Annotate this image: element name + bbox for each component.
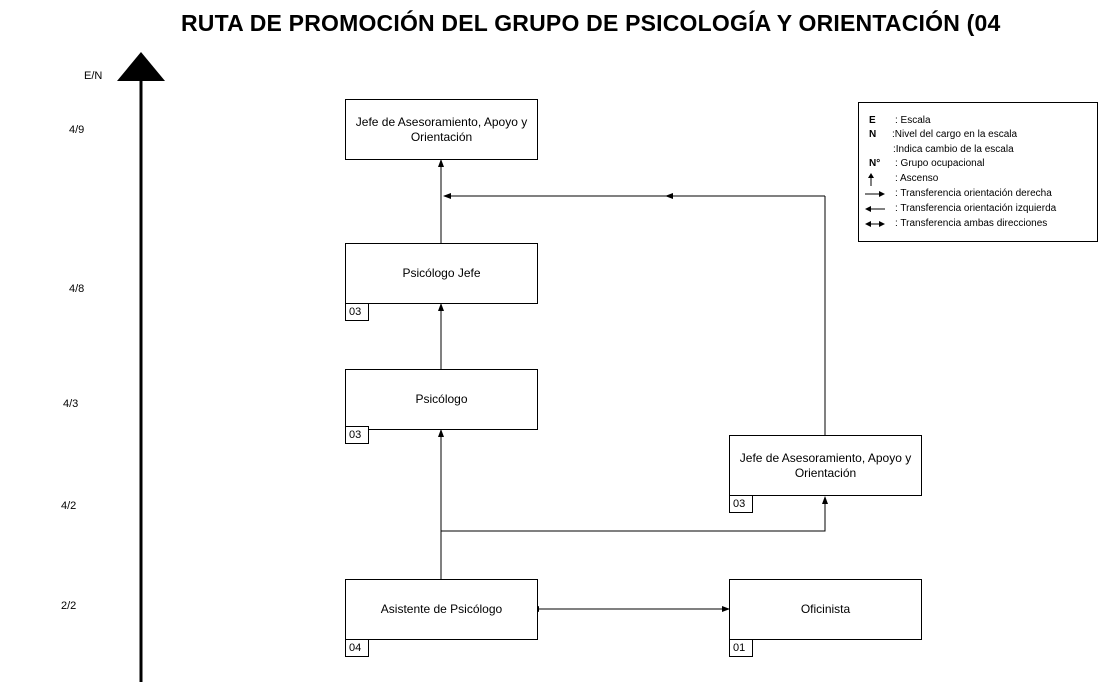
diagram-title: RUTA DE PROMOCIÓN DEL GRUPO DE PSICOLOGÍ… (181, 10, 1001, 36)
box-label: Jefe de Asesoramiento, Apoyo y Orientaci… (739, 450, 912, 480)
legend-item: N° : Grupo ocupacional (859, 157, 1097, 171)
level-label: 4/2 (61, 500, 77, 512)
group-code-badge: 01 (729, 639, 753, 657)
level-label: 2/2 (61, 600, 77, 612)
legend-item: : Transferencia orientación derecha (859, 187, 1097, 201)
up-arrow-icon (868, 173, 874, 186)
legend-item: : Transferencia ambas direcciones (859, 217, 1097, 231)
level-label: 4/3 (63, 398, 79, 410)
double-arrow-icon (865, 221, 885, 227)
legend-text: :Indica cambio de la escala (893, 144, 1014, 155)
box-asistente-psicologo: Asistente de Psicólogo (345, 579, 538, 640)
box-label: Psicólogo (415, 392, 468, 406)
legend-item: E : Escala (859, 114, 1097, 128)
box-psicologo: Psicólogo (345, 369, 538, 430)
legend-text: : Transferencia orientación izquierda (895, 203, 1057, 214)
legend-text: : Ascenso (895, 173, 939, 184)
group-code-badge: 03 (345, 303, 369, 321)
right-arrow-icon (865, 191, 885, 197)
box-label: Oficinista (800, 602, 851, 616)
legend-text: : Transferencia ambas direcciones (895, 218, 1048, 229)
box-label: Asistente de Psicólogo (380, 602, 503, 616)
level-label: 4/9 (69, 124, 85, 136)
box-label: Psicólogo Jefe (402, 266, 481, 280)
legend-symbol: E (869, 115, 876, 126)
box-label: Jefe de Asesoramiento, Apoyo y Orientaci… (355, 114, 528, 144)
group-code-badge: 03 (729, 495, 753, 513)
box-oficinista: Oficinista (729, 579, 922, 640)
legend-symbol: N° (869, 158, 881, 169)
legend-text: : Escala (895, 115, 931, 126)
box-psicologo-jefe: Psicólogo Jefe (345, 243, 538, 304)
group-code-badge: 04 (345, 639, 369, 657)
arrow-asistente-jefe-right (441, 496, 828, 532)
legend-item: :Indica cambio de la escala (859, 143, 1097, 157)
legend-box: E : Escala N :Nivel del cargo en la esca… (858, 102, 1098, 242)
legend-item: N :Nivel del cargo en la escala (859, 128, 1097, 142)
box-jefe-asesoramiento-top: Jefe de Asesoramiento, Apoyo y Orientaci… (345, 99, 538, 160)
legend-item: : Transferencia orientación izquierda (859, 202, 1097, 216)
legend-text: :Nivel del cargo en la escala (892, 129, 1018, 140)
axis-arrow-icon (117, 52, 165, 81)
legend-text: : Grupo ocupacional (895, 158, 985, 169)
legend-item: : Ascenso (859, 172, 1097, 186)
axis-label: E/N (84, 70, 103, 82)
left-arrow-icon (865, 206, 885, 212)
box-jefe-asesoramiento-right: Jefe de Asesoramiento, Apoyo y Orientaci… (729, 435, 922, 496)
legend-text: : Transferencia orientación derecha (895, 188, 1052, 199)
level-label: 4/8 (69, 283, 85, 295)
group-code-badge: 03 (345, 426, 369, 444)
legend-symbol: N (869, 129, 877, 140)
